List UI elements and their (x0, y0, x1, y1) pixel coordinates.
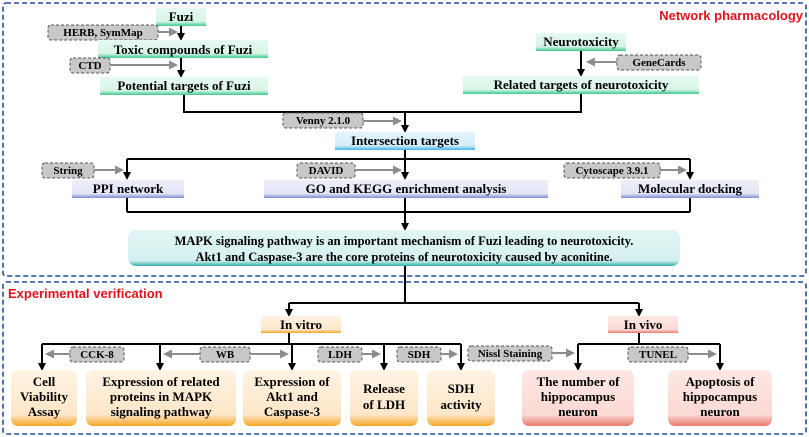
ctd-tool (69, 57, 111, 74)
network-section-title: Network pharmacology (659, 8, 804, 23)
potential-targets-label: Potential targets of Fuzi (117, 78, 251, 93)
tunel-tool (627, 346, 689, 363)
neurotoxicity-box (536, 33, 626, 51)
mapk-expression-line-3: signaling pathway (111, 404, 212, 419)
hippocampus-apoptosis-box (668, 370, 772, 426)
cell-viability-line-1: Cell (33, 374, 56, 389)
sdh-activity-box (427, 370, 495, 426)
cck8-tool (69, 346, 125, 363)
mapk-expression-line-2: proteins in MAPK (110, 389, 213, 404)
potential-targets-box (100, 77, 268, 95)
string-label: String (53, 165, 83, 177)
venny-tool (282, 112, 364, 129)
cytoscape-label: Cytoscape 3.9.1 (575, 165, 648, 177)
go-kegg-label: GO and KEGG enrichment analysis (306, 181, 507, 196)
conclusion-line-2: Akt1 and Caspase-3 are the core proteins… (195, 250, 612, 264)
hippocampus-apoptosis-line-1: Apoptosis of (686, 374, 756, 389)
akt1-expression-line-2: Akt1 and (266, 389, 318, 404)
david-label: DAVID (309, 165, 344, 177)
wb-label: WB (216, 349, 235, 361)
ctd-label: CTD (78, 60, 101, 72)
herb-symmap-tool (47, 24, 159, 41)
experimental-section-frame (2, 281, 807, 435)
herb-symmap-label: HERB, SymMap (63, 27, 142, 39)
toxic-compounds-box (98, 40, 268, 58)
hippocampus-apoptosis-line-3: neuron (700, 404, 740, 419)
mapk-expression-line-1: Expression of related (102, 374, 220, 389)
hippocampus-number-box (522, 370, 634, 426)
molecular-docking-box (621, 180, 759, 198)
in-vivo-box (608, 316, 678, 333)
conclusion-box (128, 230, 680, 266)
genecards-tool (616, 54, 702, 71)
related-targets-label: Related targets of neurotoxicity (494, 77, 669, 92)
sdh-activity-line-2: activity (440, 397, 482, 412)
sdh-label: SDH (408, 349, 431, 361)
in-vivo-label: In vivo (624, 317, 663, 332)
nissl-label: Nissl Staining (478, 348, 543, 360)
tunel-label: TUNEL (639, 349, 677, 361)
potential-merge-line (183, 95, 405, 113)
akt1-expression-line-3: Caspase-3 (264, 404, 321, 419)
fuzi-box (156, 8, 206, 26)
akt1-expression-line-1: Expression of (254, 374, 330, 389)
go-kegg-box (264, 180, 548, 198)
hippocampus-number-line-3: neuron (558, 404, 598, 419)
molecular-docking-label: Molecular docking (638, 181, 743, 196)
venny-label: Venny 2.1.0 (296, 115, 351, 127)
conclusion-line-1: MAPK signaling pathway is an important m… (175, 234, 634, 248)
in-vitro-label: In vitro (280, 317, 322, 332)
related-merge-line (405, 94, 582, 113)
cell-viability-box (11, 370, 77, 426)
cell-viability-line-2: Viability (20, 389, 68, 404)
hippocampus-number-line-1: The number of (537, 374, 620, 389)
experimental-section-title: Experimental verification (8, 286, 163, 301)
genecards-label: GeneCards (632, 57, 686, 69)
related-targets-box (463, 76, 699, 94)
ldh-release-box (350, 370, 418, 426)
hippocampus-apoptosis-line-2: hippocampus (683, 389, 757, 404)
in-vitro-box (261, 316, 341, 333)
cck8-label: CCK-8 (80, 349, 114, 361)
intersection-targets-box (335, 132, 475, 150)
hippocampus-number-line-2: hippocampus (541, 389, 615, 404)
neurotoxicity-label: Neurotoxicity (543, 34, 619, 49)
ppi-network-box (72, 180, 184, 198)
intersection-targets-label: Intersection targets (351, 133, 459, 148)
cytoscape-tool (563, 162, 661, 179)
ldh-release-line-1: Release (363, 381, 405, 396)
toxic-compounds-label: Toxic compounds of Fuzi (114, 42, 253, 57)
ppi-network-label: PPI network (93, 181, 164, 196)
akt1-expression-box (243, 370, 341, 426)
network-section-frame (2, 2, 807, 277)
ldh-release-line-2: of LDH (363, 397, 405, 412)
fuzi-label: Fuzi (169, 9, 194, 24)
mapk-expression-box (86, 370, 236, 426)
sdh-activity-line-1: SDH (448, 381, 475, 396)
ldh-label: LDH (328, 349, 352, 361)
cell-viability-line-3: Assay (28, 404, 61, 419)
